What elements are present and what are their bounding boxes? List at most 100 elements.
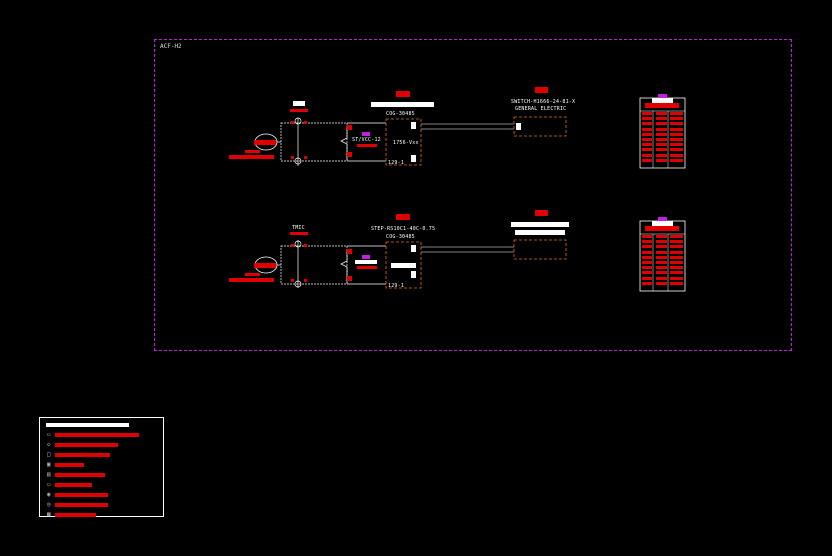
table-cell: [656, 261, 667, 264]
upper-switch-maker: GENERAL ELECTRIC: [515, 106, 567, 112]
table-cell: [642, 240, 652, 244]
upper-relay-tag: [357, 144, 377, 147]
table-header-red: [645, 103, 679, 108]
upper-module-label: 1756-Vxx: [393, 140, 419, 146]
lower-switch-model-bar: [511, 222, 569, 227]
table-cell: [656, 143, 667, 147]
table-cell: [642, 122, 652, 126]
upper-circuit: [254, 116, 567, 166]
box-icon: □: [47, 451, 51, 458]
table-cell: [670, 122, 683, 126]
cabinet-icon: ▦: [47, 511, 51, 518]
upper-terminal-top: [294, 117, 302, 125]
table-cell: [656, 266, 667, 270]
lower-module-bar: [391, 263, 416, 268]
table-cell: [642, 112, 652, 115]
upper-loop: [280, 122, 348, 162]
table-cell: [656, 255, 667, 259]
table-cell: [656, 240, 667, 244]
lower-relay-tag: [357, 266, 377, 269]
upper-sensor-tag-3: [229, 155, 274, 159]
table-cell: [670, 117, 683, 121]
upper-terminal-label-bar: [293, 101, 305, 106]
legend-item-bar: [55, 443, 118, 447]
lower-loop: [280, 245, 348, 285]
table-marker: [658, 217, 667, 221]
lower-switch-tag: [535, 210, 548, 216]
upper-terminal-bottom: [294, 157, 302, 165]
lower-controller-box: [385, 241, 422, 289]
table-cell: [642, 127, 652, 131]
table-cell: [670, 276, 683, 280]
lower-switch-maker-bar: [515, 230, 565, 235]
lower-sensor-tag: [254, 263, 276, 268]
table-cell: [670, 127, 683, 131]
table-cell: [642, 266, 652, 270]
table-cell: [642, 148, 652, 152]
lower-controller-model-1: STEP-RS10C1-40C-0.75: [371, 226, 436, 232]
lower-controller-tag: [396, 214, 410, 220]
lower-terminal-top: [294, 240, 302, 248]
table-cell: [656, 271, 667, 275]
table-cell: [656, 117, 667, 121]
relay-icon: ▣: [47, 461, 51, 468]
table-cell: [670, 132, 683, 136]
lower-terminal-label: TMIC: [292, 225, 305, 231]
table-cell: [656, 138, 667, 141]
table-cell: [670, 138, 683, 141]
legend-item-bar: [55, 513, 96, 517]
table-cell: [642, 138, 652, 141]
lower-circuit: [254, 239, 567, 289]
table-cell: [642, 158, 652, 162]
upper-switch-model: SWITCH-H1666-24-81-X: [511, 99, 576, 105]
table-cell: [656, 127, 667, 131]
upper-sensor-tag: [254, 140, 276, 145]
legend-item-bar: [55, 463, 84, 467]
legend-item-bar: [55, 503, 108, 507]
table-cell: [670, 235, 683, 238]
table-cell: [642, 143, 652, 147]
upper-controller-box: [385, 118, 422, 166]
table-cell: [642, 235, 652, 238]
legend-item-bar: [55, 433, 139, 437]
upper-sensor-tag-2: [245, 150, 260, 153]
table-cell: [670, 266, 683, 270]
table-cell: [670, 153, 683, 157]
legend-item-bar: [55, 493, 108, 497]
table-cell: [642, 117, 652, 121]
table-cell: [656, 250, 667, 254]
table-cell: [656, 276, 667, 280]
lower-relay-bar: [355, 260, 377, 264]
lower-relay-marker: [362, 255, 370, 259]
table-cell: [642, 245, 652, 249]
lower-terminal-bottom: [294, 280, 302, 288]
table-cell: [656, 245, 667, 249]
table-cell: [670, 255, 683, 259]
lower-bottom-label: 129-1: [388, 283, 405, 289]
table-cell: [670, 143, 683, 147]
upper-bottom-label: 129-1: [388, 160, 405, 166]
table-cell: [642, 271, 652, 275]
lower-sensor-tag-2: [245, 273, 260, 276]
ground-icon: ◎: [47, 501, 51, 508]
table-cell: [656, 132, 667, 136]
upper-switch-box: [513, 116, 567, 137]
legend-item-bar: [55, 473, 105, 477]
table-cell: [642, 250, 652, 254]
table-header-bar: [652, 221, 673, 226]
panel-icon: ▤: [47, 471, 51, 478]
bus-icon: ▭: [47, 481, 51, 488]
table-cell: [670, 281, 683, 285]
upper-switch-tag: [535, 87, 548, 93]
table-cell: [656, 158, 667, 162]
upper-relay-label: ST/VCC-12: [352, 137, 381, 143]
legend-box: ▭◇□▣▤▭◉◎▦: [39, 417, 164, 518]
table-cell: [642, 261, 652, 264]
lower-switch-box: [513, 239, 567, 260]
table-cell: [656, 148, 667, 152]
table-cell: [670, 112, 683, 115]
lower-controller-model-2: COG-30485: [386, 234, 415, 240]
table-cell: [656, 235, 667, 238]
table-cell: [642, 132, 652, 136]
upper-controller-tag: [396, 91, 410, 97]
